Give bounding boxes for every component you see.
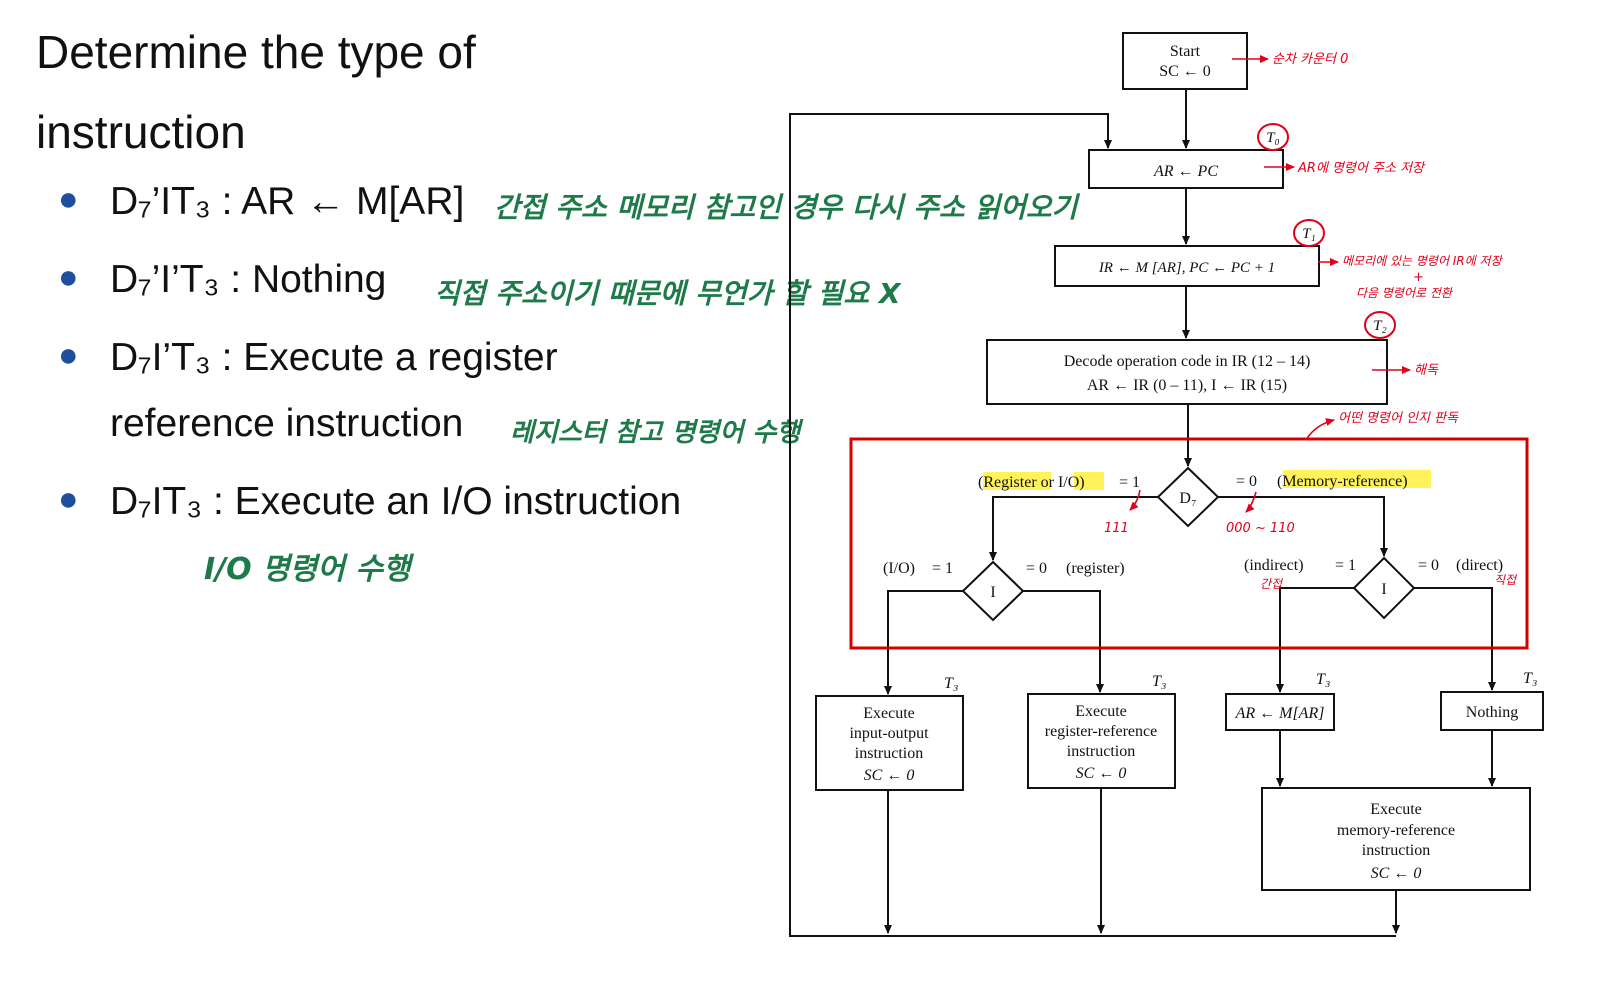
timing-t1-circle (1293, 219, 1325, 247)
start-sc-label: SC ← 0 (1159, 63, 1211, 80)
exec-io-line2: input-output (849, 725, 929, 742)
bullet-text: D₇IT₃ : Execute an I/O instruction (110, 480, 682, 523)
i-left-eq1-label: = 1 (932, 560, 953, 577)
timing-t3-direct: T₃ (1523, 670, 1537, 687)
indirect-box-label: AR ← M[AR] (1235, 705, 1325, 722)
annotation-t0-note: AR에 명령어 주소 저장 (1297, 161, 1426, 176)
d7-label: D₇ (1179, 490, 1196, 507)
reg-or-io-label: (Register or I/O) (978, 474, 1085, 491)
exec-mem-box (1261, 787, 1531, 891)
timing-t1: T₁ (1302, 226, 1316, 242)
annotation-t2-note: 해독 (1414, 363, 1439, 378)
i-left-label: I (990, 584, 995, 601)
annotation-direct: 직접 (1494, 573, 1517, 587)
indirect-branch-label: (indirect) (1244, 557, 1304, 574)
exec-io-line4: SC ← 0 (864, 767, 915, 784)
decode-line2: AR ← IR (0 – 11), I ← IR (15) (1087, 377, 1287, 394)
start-label: Start (1170, 43, 1201, 60)
exec-mem-line1: Execute (1370, 801, 1422, 818)
d7-eq1-label: = 1 (1119, 474, 1140, 491)
annotation-d7-zero: 000 ~ 110 (1226, 521, 1295, 536)
slide-title: Determine the type of instruction (36, 26, 476, 158)
highlight-io (1074, 472, 1104, 490)
timing-t0: T₀ (1266, 130, 1280, 146)
exec-mem-line4: SC ← 0 (1371, 865, 1422, 882)
exec-io-line1: Execute (863, 705, 915, 722)
bullet-dot: ● (58, 336, 79, 374)
i-right-eq1-label: = 1 (1335, 557, 1356, 574)
nothing-box (1440, 691, 1544, 731)
decision-i-left-diamond (961, 560, 1025, 622)
fetch-ir-label: IR ← M [AR], PC ← PC + 1 (1098, 260, 1275, 276)
exec-mem-line3: instruction (1362, 842, 1430, 859)
exec-reg-line3: instruction (1067, 743, 1135, 760)
exec-reg-line2: register-reference (1045, 723, 1157, 740)
register-branch-label: (register) (1066, 560, 1125, 577)
io-branch-label: (I/O) (883, 560, 915, 577)
exec-mem-line2: memory-reference (1337, 822, 1455, 839)
direct-branch-label: (direct) (1456, 557, 1503, 574)
exec-reg-line4: SC ← 0 (1076, 765, 1127, 782)
handwritten-note: I/O 명령어 수행 (204, 552, 411, 587)
bullet-text: reference instruction (110, 402, 464, 445)
fetch-ar-box (1088, 149, 1284, 189)
decode-box (986, 339, 1388, 405)
handwritten-note: 직접 주소이기 때문에 무언가 할 필요 X (434, 277, 901, 310)
i-left-eq0-label: = 0 (1026, 560, 1047, 577)
timing-t3-indirect: T₃ (1316, 671, 1330, 688)
timing-t0-circle (1257, 123, 1289, 151)
highlight-memory-reference (1283, 470, 1431, 488)
bullet-dot: ● (58, 258, 79, 296)
timing-t2: T₂ (1373, 318, 1387, 334)
annotation-t1-note: 메모리에 있는 명령어 IR에 저장 (1342, 254, 1504, 268)
i-right-label: I (1381, 581, 1386, 598)
bullet-dot: ● (58, 180, 79, 218)
annotation-indirect: 간접 (1260, 577, 1283, 591)
handwritten-note: 레지스터 참고 명령어 수행 (510, 418, 801, 448)
bullet-text: D₇’I’T₃ : Nothing (110, 258, 387, 301)
decode-line1: Decode operation code in IR (12 – 14) (1064, 353, 1311, 370)
mem-ref-label: (Memory-reference) (1277, 473, 1408, 490)
annotation-d7-one: 111 (1104, 521, 1129, 536)
timing-t3-reg: T₃ (1152, 673, 1166, 690)
decision-d7-diamond (1156, 466, 1220, 528)
handwritten-note: 간접 주소 메모리 참고인 경우 다시 주소 읽어오기 (494, 191, 1078, 224)
fetch-ir-box (1054, 245, 1320, 287)
bullet-text: D₇I’T₃ : Execute a register (110, 336, 558, 379)
highlight-register (983, 472, 1051, 490)
nothing-box-label: Nothing (1466, 704, 1518, 721)
annotation-type-note: 어떤 명령어 인지 판독 (1338, 411, 1459, 426)
fetch-ar-label: AR ← PC (1153, 163, 1218, 180)
d7-eq0-label: = 0 (1236, 473, 1257, 490)
bullet-text: D₇’IT₃ : AR ← M[AR] (110, 180, 465, 223)
exec-reg-line1: Execute (1075, 703, 1127, 720)
start-box (1122, 32, 1248, 90)
timing-t3-io: T₃ (944, 675, 958, 692)
annotation-t1-note2: 다음 명령어로 전환 (1356, 286, 1454, 300)
bullet-dot: ● (58, 480, 79, 518)
timing-t2-circle (1364, 311, 1396, 339)
annotation-start-note: 순차 카운터 0 (1272, 52, 1348, 67)
decision-i-right-diamond (1352, 556, 1416, 620)
i-right-eq0-label: = 0 (1418, 557, 1439, 574)
annotation-t1-plus: + (1413, 270, 1424, 285)
exec-io-line3: instruction (855, 745, 923, 762)
exec-io-box (815, 695, 964, 791)
red-highlight-frame (849, 437, 1529, 650)
indirect-box (1225, 693, 1335, 731)
